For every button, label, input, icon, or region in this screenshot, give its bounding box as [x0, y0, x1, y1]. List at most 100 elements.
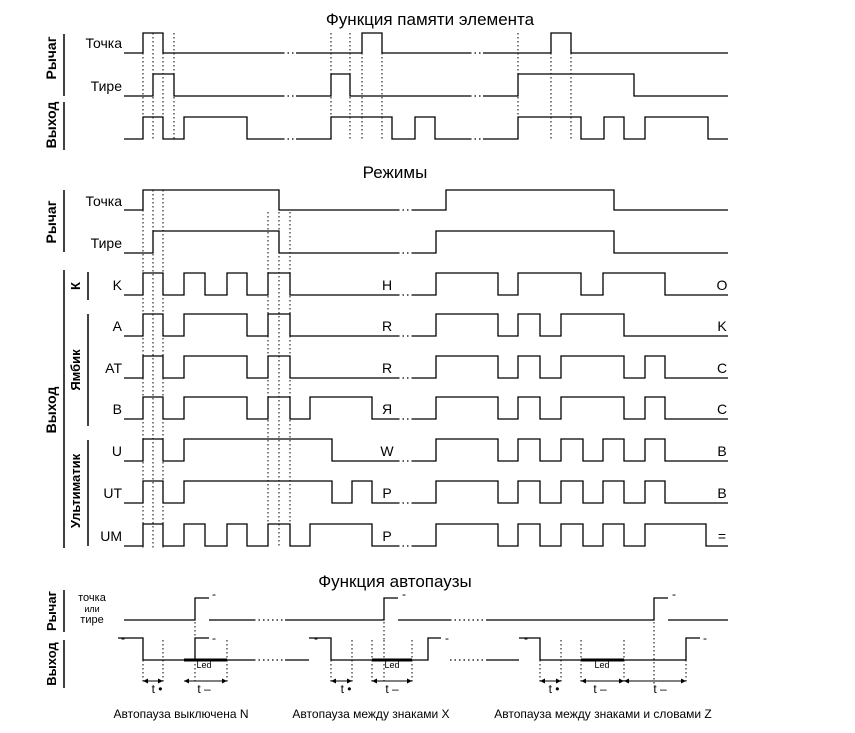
memory-output-trace	[124, 116, 728, 140]
mode-label: A	[113, 318, 123, 334]
autopause-output-2	[309, 637, 441, 661]
mode-row-um: UM P =	[100, 528, 726, 544]
t-dash-label-1: t –	[197, 682, 211, 696]
mode-trace-um	[124, 523, 728, 547]
s2-lever-label: Рычаг	[43, 200, 59, 243]
arrow-t-dash-4-head-left	[624, 678, 629, 684]
caption-2: Автопауза между знаками X	[292, 707, 449, 721]
arrow-t-dash-2-head-right	[407, 678, 412, 684]
t-dash-label-3: t –	[593, 682, 607, 696]
memory-dash-trace	[124, 73, 728, 97]
dot-or-dash-line3: тире	[80, 614, 103, 626]
t-dash-label-4: t –	[653, 682, 667, 696]
autopause-output-3	[519, 637, 700, 661]
left-letter: P	[382, 485, 391, 501]
autopause-output-1	[118, 637, 209, 661]
autopause-lever-step-1	[124, 597, 209, 621]
modes-dash-trace	[124, 230, 728, 254]
dash-mark: -	[672, 587, 676, 601]
led-label-3: Led	[594, 660, 609, 670]
t-dot-label-1: t •	[152, 682, 163, 696]
s2-output-label: Выход	[43, 387, 59, 434]
mode-row-at: AT R C	[105, 360, 727, 376]
s3-lever-label: Рычаг	[44, 590, 59, 631]
led-label-2: Led	[384, 660, 399, 670]
autopause-lever-step-3	[398, 597, 668, 621]
mode-row-b: B Я C	[113, 401, 727, 417]
arrow-t-dot-1-head-left	[143, 678, 148, 684]
s1-output-label: Выход	[43, 102, 59, 149]
right-letter: =	[718, 528, 726, 544]
mode-row-k: K H O	[113, 277, 728, 293]
dash-mark: -	[212, 587, 216, 601]
right-letter: B	[717, 485, 726, 501]
t-dot-label-2: t •	[341, 682, 352, 696]
mode-row-u: U W B	[112, 443, 727, 459]
t-dash-label-2: t –	[385, 682, 399, 696]
mode-row-a: A R K	[113, 318, 728, 334]
memory-dot-trace	[124, 32, 728, 54]
title-autopause: Функция автопаузы	[318, 572, 472, 591]
dash-mark: -	[212, 631, 216, 645]
caption-3: Автопауза между знаками и словами Z	[494, 707, 712, 721]
mode-label: U	[112, 443, 122, 459]
mode-label: B	[113, 401, 122, 417]
k-group-label: К	[68, 282, 83, 290]
mode-trace-at	[124, 355, 728, 379]
left-letter: R	[382, 360, 392, 376]
mode-trace-ut	[124, 480, 728, 504]
dot-or-dash-line1: точка	[78, 592, 107, 604]
mode-label: K	[113, 277, 123, 293]
arrow-t-dash-4-head-right	[681, 678, 686, 684]
mode-trace-b	[124, 396, 728, 420]
led-label-1: Led	[196, 660, 211, 670]
title-memory: Функция памяти элемента	[326, 10, 535, 29]
dash-mark: -	[703, 631, 707, 645]
left-letter: W	[380, 443, 394, 459]
caption-1: Автопауза выключена N	[113, 707, 248, 721]
ultimatic-group-label: Ультиматик	[68, 453, 83, 528]
mode-label: UT	[103, 485, 122, 501]
title-modes: Режимы	[363, 163, 428, 182]
arrow-t-dash-1-head-left	[184, 678, 189, 684]
s1-lever-label: Рычаг	[43, 36, 59, 79]
mode-trace-k	[124, 272, 728, 296]
left-letter: Я	[382, 401, 392, 417]
mode-label: UM	[100, 528, 122, 544]
left-letter: H	[382, 277, 392, 293]
s2-dash-label: Тире	[91, 235, 123, 251]
right-letter: K	[717, 318, 727, 334]
arrow-t-dot-2-head-left	[331, 678, 336, 684]
mode-row-ut: UT P B	[103, 485, 726, 501]
arrow-t-dot-2-head-right	[347, 678, 352, 684]
arrow-t-dash-1-head-right	[222, 678, 227, 684]
modes-dot-trace	[124, 189, 728, 211]
signal-traces	[118, 32, 728, 684]
arrow-t-dot-3-head-right	[556, 678, 561, 684]
autopause-lever-step-2	[209, 597, 398, 621]
arrow-t-dot-1-head-right	[158, 678, 163, 684]
mode-trace-a	[124, 313, 728, 337]
right-letter: B	[717, 443, 726, 459]
dash-mark: -	[402, 587, 406, 601]
right-letter: C	[717, 401, 727, 417]
mode-label: AT	[105, 360, 122, 376]
s3-output-label: Выход	[44, 642, 59, 686]
s1-dash-label: Тире	[91, 78, 123, 94]
t-dot-label-3: t •	[549, 682, 560, 696]
arrow-t-dot-3-head-left	[540, 678, 545, 684]
left-letter: P	[382, 528, 391, 544]
right-letter: C	[717, 360, 727, 376]
s1-dot-label: Точка	[86, 35, 123, 51]
left-letter: R	[382, 318, 392, 334]
right-letter: O	[717, 277, 728, 293]
arrow-t-dash-2-head-left	[372, 678, 377, 684]
s2-dot-label: Точка	[86, 193, 123, 209]
dot-or-dash-line2: или	[84, 604, 99, 614]
arrow-t-dash-3-head-right	[619, 678, 624, 684]
arrow-t-dash-3-head-left	[581, 678, 586, 684]
iambic-group-label: Ямбик	[68, 349, 83, 391]
mode-trace-u	[124, 438, 728, 462]
dash-mark: -	[445, 631, 449, 645]
